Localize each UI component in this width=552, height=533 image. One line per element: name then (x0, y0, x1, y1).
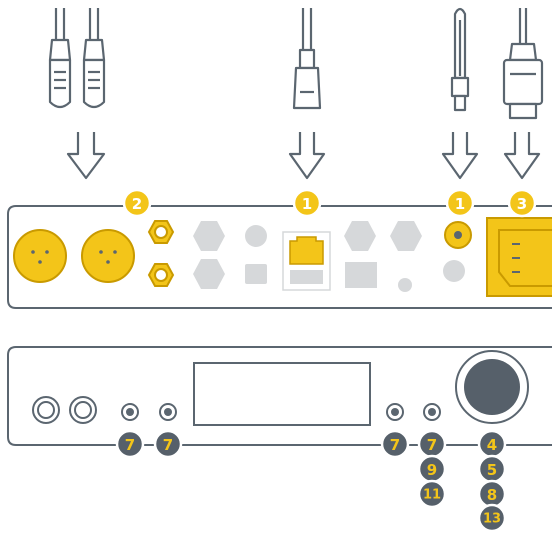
badge-front-d3: 11 (417, 479, 447, 509)
ethernet-cable (292, 8, 322, 110)
coax-connector-bottom (147, 263, 175, 287)
xlr-input-right (81, 229, 135, 283)
power-inlet (486, 217, 552, 297)
xlr-cable-left (48, 8, 72, 109)
svg-text:9: 9 (427, 461, 437, 479)
badge-xlr: 2 (122, 188, 152, 218)
svg-text:1: 1 (302, 195, 312, 213)
headphone-jack-large (32, 396, 60, 424)
arrow-down-icon (66, 132, 106, 180)
xlr-input-left (13, 229, 67, 283)
unused-port-hex (344, 221, 376, 251)
unused-port-round (398, 278, 412, 292)
ethernet-port (282, 231, 331, 291)
coax-connector-top (147, 220, 175, 244)
svg-text:7: 7 (390, 436, 400, 454)
front-panel (7, 346, 552, 446)
badge-front-c: 7 (380, 429, 410, 459)
badge-front-d: 7 (417, 429, 447, 459)
badge-knob-1: 4 (477, 429, 507, 459)
unused-port-hex (193, 221, 225, 251)
svg-text:7: 7 (427, 436, 437, 454)
svg-text:11: 11 (423, 488, 441, 503)
unused-port-round (443, 260, 465, 282)
svg-text:5: 5 (487, 461, 497, 479)
arrow-down-icon (503, 132, 541, 180)
badge-antenna: 1 (445, 188, 475, 218)
button-small (159, 403, 177, 421)
unused-port-square (345, 262, 377, 288)
button-small (423, 403, 441, 421)
badge-front-b: 7 (153, 429, 183, 459)
unused-port-hex (193, 259, 225, 289)
svg-text:3: 3 (517, 195, 527, 213)
xlr-cable-right (82, 8, 106, 109)
badge-knob-3: 8 (477, 479, 507, 509)
svg-text:4: 4 (487, 436, 497, 454)
button-small (386, 403, 404, 421)
badge-knob-4: 13 (477, 503, 507, 533)
svg-text:13: 13 (483, 512, 501, 527)
badge-knob-2: 5 (477, 454, 507, 484)
headphone-jack-large (69, 396, 97, 424)
antenna-port (444, 221, 472, 249)
badge-front-d2: 9 (417, 454, 447, 484)
badge-ethernet: 1 (292, 188, 322, 218)
svg-text:1: 1 (455, 195, 465, 213)
antenna (450, 7, 470, 112)
button-small (121, 403, 139, 421)
unused-port-round (245, 225, 267, 247)
unused-port-square (245, 264, 267, 284)
svg-text:7: 7 (163, 436, 173, 454)
svg-text:7: 7 (125, 436, 135, 454)
badge-front-a: 7 (115, 429, 145, 459)
svg-text:2: 2 (132, 195, 142, 213)
badge-power: 3 (507, 188, 537, 218)
unused-port-hex (390, 221, 422, 251)
arrow-down-icon (288, 132, 326, 180)
display-screen (193, 362, 371, 426)
back-panel (7, 205, 552, 309)
svg-text:8: 8 (487, 486, 497, 504)
power-cable (502, 8, 544, 120)
volume-knob (455, 350, 529, 424)
arrow-down-icon (441, 132, 479, 180)
